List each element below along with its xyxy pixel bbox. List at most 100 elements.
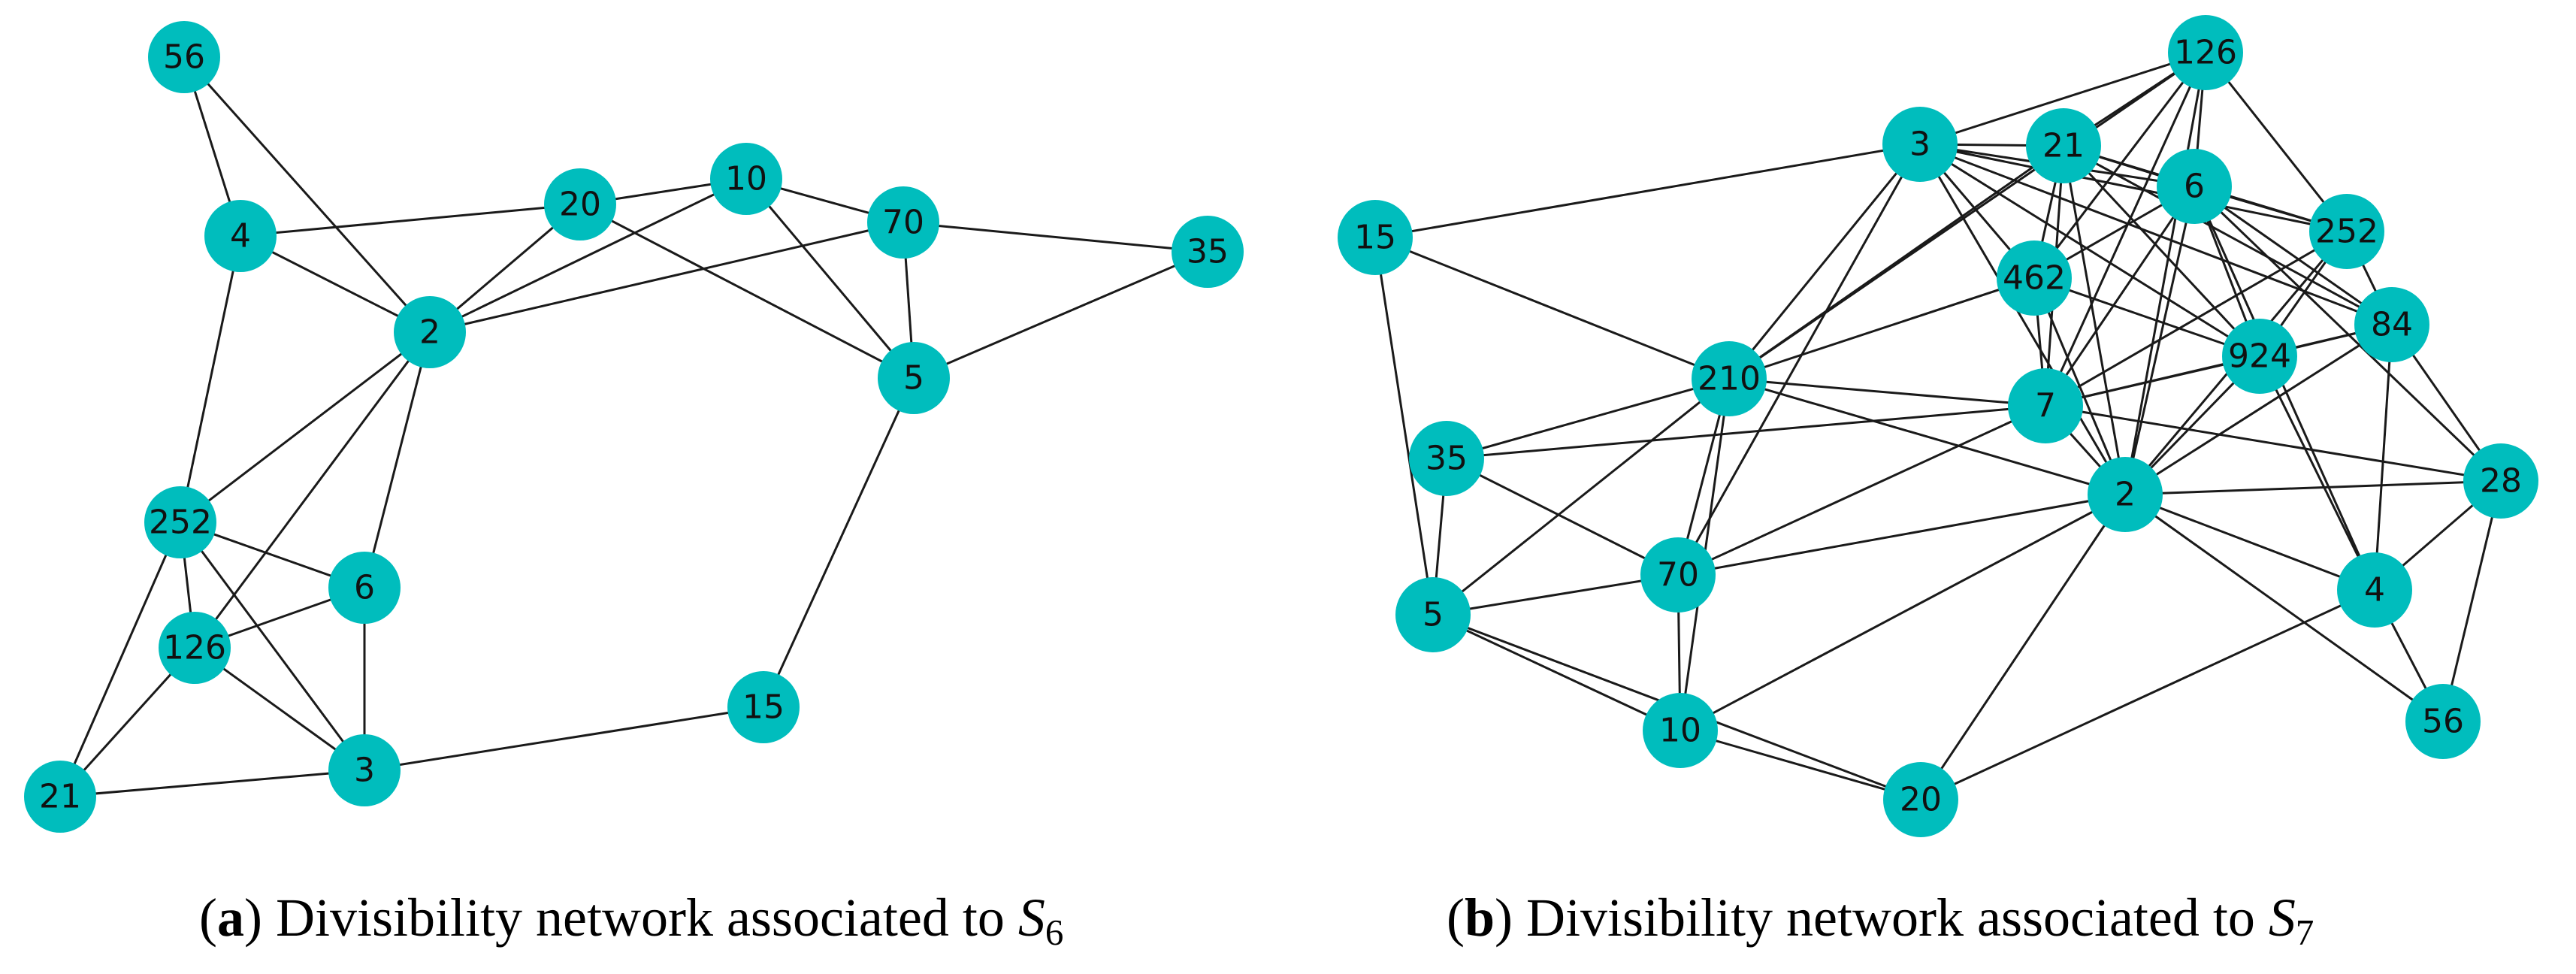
caption-b-math-subscript: 7 xyxy=(2295,912,2314,954)
node-label: 7 xyxy=(2035,387,2056,425)
caption-a-math: S6 xyxy=(1017,888,1063,951)
edge-126-2 xyxy=(2124,52,2207,495)
node-126: 126 xyxy=(159,612,231,684)
node-label: 3 xyxy=(1909,126,1930,164)
edge-462-2 xyxy=(2033,277,2127,495)
edge-252-3 xyxy=(179,522,366,771)
node-210: 210 xyxy=(1692,341,1767,416)
node-2: 2 xyxy=(394,296,466,368)
edge-20-4 xyxy=(1920,588,2375,801)
node-label: 462 xyxy=(2003,259,2066,298)
node-252: 252 xyxy=(2309,194,2384,269)
node-10: 10 xyxy=(1643,693,1718,768)
edge-4-252 xyxy=(179,235,242,523)
edge-7-70 xyxy=(1677,404,2046,576)
edge-7-28 xyxy=(2045,404,2502,482)
node-label: 70 xyxy=(1657,556,1699,594)
node-7: 7 xyxy=(2008,368,2083,443)
edge-210-5 xyxy=(1432,377,1730,616)
edge-70-5 xyxy=(1432,573,1679,616)
node-56: 56 xyxy=(148,21,220,93)
edge-5-10 xyxy=(1432,613,1681,732)
node-circle xyxy=(1883,762,1958,837)
edge-3-126 xyxy=(1919,51,2206,146)
node-circle xyxy=(204,200,277,272)
node-circle xyxy=(159,612,231,684)
edge-2-56 xyxy=(2124,493,2444,723)
caption-a-math-symbol: S xyxy=(1017,888,1045,948)
node-3: 3 xyxy=(328,734,401,806)
caption-b: (b) Divisibility network associated to S… xyxy=(1447,891,2314,951)
caption-a-tag: a xyxy=(216,888,244,948)
edge-2-70 xyxy=(1677,493,2126,576)
node-label: 252 xyxy=(149,504,212,542)
node-circle xyxy=(1643,693,1718,768)
edge-28-56 xyxy=(2441,480,2502,722)
node-label: 5 xyxy=(1423,596,1444,634)
node-circle xyxy=(878,342,950,414)
edge-56-2 xyxy=(183,56,431,333)
node-label: 35 xyxy=(1187,233,1229,271)
edge-4-20 xyxy=(240,203,581,237)
node-20: 20 xyxy=(544,168,616,240)
node-label: 21 xyxy=(2042,127,2085,165)
node-circle xyxy=(544,168,616,240)
edge-21-84 xyxy=(2063,144,2393,326)
caption-b-math: S7 xyxy=(2268,888,2314,951)
node-label: 4 xyxy=(230,217,251,256)
caption-b-close-paren: ) xyxy=(1495,888,1513,948)
node-circle xyxy=(144,486,216,558)
edge-210-7 xyxy=(1728,377,2046,407)
edge-126-462 xyxy=(2033,52,2207,279)
edge-15-5 xyxy=(1374,237,1435,616)
caption-b-math-symbol: S xyxy=(2268,888,2296,948)
node-circle xyxy=(2405,684,2481,759)
edge-3-70 xyxy=(1677,144,1921,576)
node-circle xyxy=(1997,240,2072,316)
node-label: 15 xyxy=(742,688,785,727)
edge-84-2 xyxy=(2124,323,2393,496)
node-label: 20 xyxy=(559,186,601,224)
node-label: 28 xyxy=(2480,462,2522,501)
edge-6-7 xyxy=(2044,186,2196,407)
node-label: 70 xyxy=(882,204,924,242)
node-21: 21 xyxy=(24,761,96,833)
edge-924-4 xyxy=(2258,355,2376,591)
edge-252-7 xyxy=(2045,230,2348,407)
node-circle xyxy=(148,21,220,93)
node-label: 252 xyxy=(2315,213,2378,251)
node-3: 3 xyxy=(1882,107,1958,182)
edge-10-5 xyxy=(745,178,915,379)
caption-a: (a) Divisibility network associated to S… xyxy=(199,891,1063,951)
node-circle xyxy=(328,734,401,806)
node-924: 924 xyxy=(2222,319,2297,394)
node-252: 252 xyxy=(144,486,216,558)
edge-7-35 xyxy=(1446,404,2046,460)
caption-a-text: Divisibility network associated to xyxy=(275,888,1005,948)
node-label: 126 xyxy=(2174,34,2237,72)
edge-20-5 xyxy=(579,203,915,380)
node-70: 70 xyxy=(867,186,939,259)
caption-a-open-paren: ( xyxy=(199,888,217,948)
node-circle xyxy=(2354,287,2429,362)
node-2: 2 xyxy=(2088,457,2163,532)
node-circle xyxy=(2337,552,2412,628)
edge-3-84 xyxy=(1919,143,2393,326)
node-label: 2 xyxy=(419,313,440,352)
node-label: 126 xyxy=(163,629,226,667)
node-circle xyxy=(2463,443,2538,519)
node-circle xyxy=(2008,368,2083,443)
edge-84-4 xyxy=(2373,324,2393,591)
caption-a-close-paren: ) xyxy=(243,888,262,948)
node-label: 21 xyxy=(39,778,81,816)
edge-10-2 xyxy=(429,177,747,334)
node-label: 210 xyxy=(1698,360,1761,398)
edge-3-15 xyxy=(364,706,764,772)
node-circle xyxy=(1395,577,1471,652)
edge-5-15 xyxy=(762,377,915,708)
edge-70-2 xyxy=(429,221,904,334)
node-circle xyxy=(2168,15,2243,90)
